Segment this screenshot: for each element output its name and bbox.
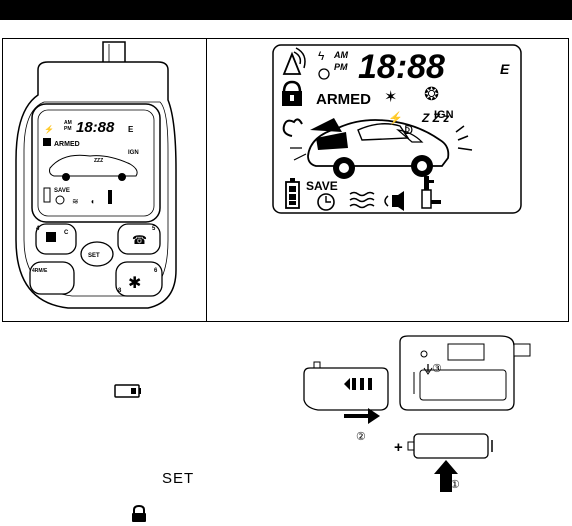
remote-illustration: ⚡ AM PM 18:88 E ARMED IGN ZZZ SAVE ≋ ◖ 4…	[8, 40, 204, 320]
lcd-mini-key-icon	[108, 190, 112, 204]
battery-replacement-diagram: ③ ② + ①	[300, 328, 572, 498]
lcd-pm: PM	[334, 62, 348, 72]
lcd-mini-speaker-icon: ◖	[90, 197, 95, 206]
remote-back	[400, 336, 530, 410]
lcd-mini-lock-icon	[43, 138, 51, 146]
sound-wave-icon: ↁ	[404, 123, 413, 137]
lcd-mini-zzz: ZZZ	[94, 158, 103, 164]
battery-low-icon	[114, 384, 142, 398]
lcd-mini-ign: IGN	[128, 150, 139, 156]
lcd-am: AM	[333, 50, 348, 60]
lcd-mini-pm: PM	[64, 126, 72, 132]
battery-cover	[304, 362, 388, 410]
step-1-label: ①	[450, 479, 460, 491]
step-3-label: ③	[432, 363, 442, 375]
lcd-mini-armed: ARMED	[54, 141, 80, 148]
lcd-mini-wave-icon: ≋	[72, 197, 79, 206]
lcd-detail: ϟ AM PM 18:88 E ARMED ✶ ❂ IGN ⚡ ↁ Z Z z …	[272, 44, 522, 214]
set-label-inline: SET	[162, 470, 194, 487]
lcd-save: SAVE	[306, 179, 338, 193]
lcd-mini-antenna-icon: ⚡	[44, 124, 54, 134]
remote-start-button[interactable]	[30, 262, 74, 294]
lcd-time: 18:88	[358, 48, 445, 86]
lcd-mini-save: SAVE	[54, 188, 70, 194]
ear-signal-icon: ❂	[424, 84, 439, 104]
header-bar	[0, 0, 572, 20]
battery-plus: +	[394, 439, 403, 456]
step-2-label: ②	[356, 431, 366, 443]
dome-light-icon: ⚡	[388, 111, 403, 125]
lightning-icon: ϟ	[318, 49, 325, 63]
lcd-suffix: E	[500, 61, 510, 77]
lock-button-sub: C	[64, 230, 69, 236]
lcd-mini-suffix: E	[128, 125, 134, 134]
figure-divider	[206, 38, 207, 322]
lcd-armed: ARMED	[316, 91, 371, 108]
lock-button-icon	[46, 232, 56, 242]
panic-button-icon: ✱	[128, 275, 141, 292]
alarm-horn-icon: ✶	[384, 89, 397, 106]
lcd-mini-time: 18:88	[76, 119, 115, 136]
set-button-label: SET	[88, 253, 100, 259]
lcd-zzz: Z Z z	[421, 111, 449, 125]
trunk-button-icon: ☎	[132, 233, 147, 247]
lock-inline-icon	[131, 505, 147, 523]
remote-start-label: 4RM/E	[32, 268, 48, 274]
aaa-battery: +	[394, 434, 492, 458]
